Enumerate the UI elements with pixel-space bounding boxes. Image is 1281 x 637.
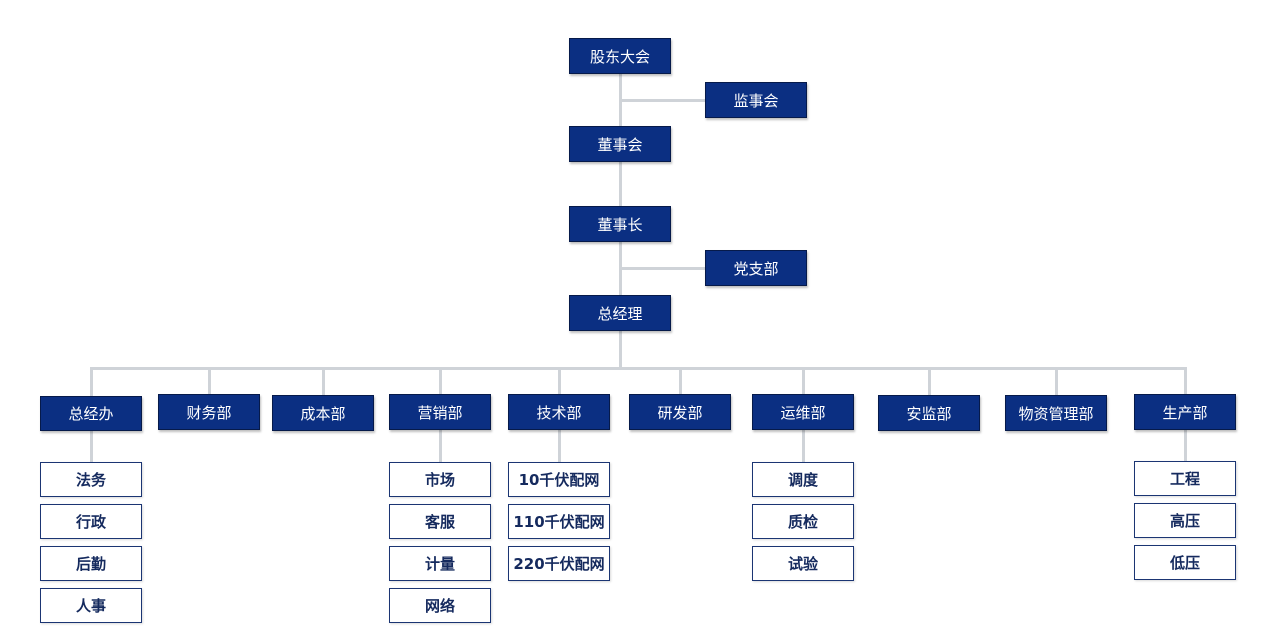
sub-connector <box>802 430 805 462</box>
dept-node-safety: 安监部 <box>878 395 980 431</box>
sub-node-dispatch: 调度 <box>752 462 854 497</box>
dept-node-materials: 物资管理部 <box>1005 395 1107 431</box>
dept-node-technology: 技术部 <box>508 394 610 430</box>
dept-drop-connector <box>90 367 93 397</box>
dept-drop-connector <box>1184 367 1187 397</box>
sub-connector <box>439 430 442 462</box>
supervisory-board-node: 监事会 <box>705 82 807 118</box>
sub-node-network: 网络 <box>389 588 491 623</box>
sub-node-220kv-grid: 220千伏配网 <box>508 546 610 581</box>
sub-connector <box>558 430 561 462</box>
sub-node-logistics: 后勤 <box>40 546 142 581</box>
dept-drop-connector <box>679 367 682 397</box>
sub-connector <box>1184 430 1187 461</box>
dept-node-operations: 运维部 <box>752 394 854 430</box>
dept-drop-connector <box>802 367 805 397</box>
party-branch-connector <box>620 267 706 270</box>
dept-drop-connector <box>208 367 211 397</box>
sub-node-metering: 计量 <box>389 546 491 581</box>
chairman-node: 董事长 <box>569 206 671 242</box>
sub-node-testing: 试验 <box>752 546 854 581</box>
sub-node-admin: 行政 <box>40 504 142 539</box>
dept-node-rnd: 研发部 <box>629 394 731 430</box>
sub-node-high-voltage: 高压 <box>1134 503 1236 538</box>
sub-node-hr: 人事 <box>40 588 142 623</box>
party-branch-node: 党支部 <box>705 250 807 286</box>
dept-drop-connector <box>928 367 931 397</box>
sub-node-customer-service: 客服 <box>389 504 491 539</box>
sub-node-engineering: 工程 <box>1134 461 1236 496</box>
general-manager-node: 总经理 <box>569 295 671 331</box>
dept-drop-connector <box>322 367 325 397</box>
department-bus <box>90 367 1187 370</box>
dept-node-finance: 财务部 <box>158 394 260 430</box>
dept-node-production: 生产部 <box>1134 394 1236 430</box>
board-of-directors-node: 董事会 <box>569 126 671 162</box>
dept-drop-connector <box>1055 367 1058 397</box>
dept-drop-connector <box>439 367 442 397</box>
dept-node-marketing: 营销部 <box>389 394 491 430</box>
sub-node-10kv-grid: 10千伏配网 <box>508 462 610 497</box>
dept-node-cost: 成本部 <box>272 395 374 431</box>
supervisors-connector <box>620 99 706 102</box>
sub-connector <box>90 431 93 462</box>
sub-node-legal: 法务 <box>40 462 142 497</box>
dept-drop-connector <box>558 367 561 397</box>
dept-node-general-office: 总经办 <box>40 396 142 431</box>
sub-node-market: 市场 <box>389 462 491 497</box>
sub-node-low-voltage: 低压 <box>1134 545 1236 580</box>
shareholders-meeting-node: 股东大会 <box>569 38 671 74</box>
sub-node-110kv-grid: 110千伏配网 <box>508 504 610 539</box>
sub-node-quality-inspection: 质检 <box>752 504 854 539</box>
